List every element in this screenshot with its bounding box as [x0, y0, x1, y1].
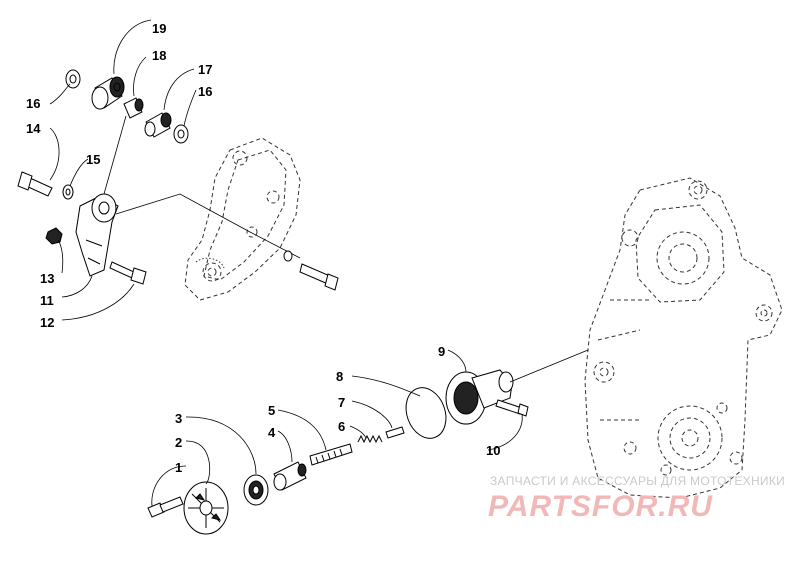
- callout-19: 17: [198, 62, 212, 77]
- shift-arm-parts: [17, 115, 339, 291]
- watermark-tagline: ЗАПЧАСТИ И АКСЕССУАРЫ ДЛЯ МОТОТЕХНИКИ: [490, 474, 785, 488]
- callout-18: 18: [152, 48, 166, 63]
- callout-16-right: 16: [198, 84, 212, 99]
- callout-8: 8: [336, 369, 343, 384]
- callout-leaders: [49, 19, 523, 507]
- pump-assembly-parts: [147, 349, 589, 535]
- callout-13: 13: [40, 271, 54, 286]
- callout-11: 11: [40, 293, 54, 308]
- callout-numbers: 19 18 17 16 16 14 15 13 11 12 8 9 7 6 5 …: [26, 21, 500, 475]
- callout-10: 10: [486, 443, 500, 458]
- callout-7: 7: [338, 395, 345, 410]
- callout-16-left: 16: [26, 96, 40, 111]
- callout-17: 19: [152, 21, 166, 36]
- right-gearcase-housing: [584, 177, 783, 499]
- callout-14: 14: [26, 121, 41, 136]
- watermark-brand: PARTSFOR.RU: [488, 490, 713, 523]
- callout-2: 2: [175, 435, 182, 450]
- callout-5: 5: [268, 403, 275, 418]
- watermark: ЗАПЧАСТИ И АКСЕССУАРЫ ДЛЯ МОТОТЕХНИКИ PA…: [488, 474, 785, 523]
- callout-4: 4: [268, 425, 276, 440]
- callout-12: 12: [40, 315, 54, 330]
- callout-1: 1: [175, 460, 182, 475]
- callout-3: 3: [175, 411, 182, 426]
- callout-15: 15: [86, 152, 100, 167]
- callout-6: 6: [338, 419, 345, 434]
- upper-bearing-parts: [65, 69, 189, 144]
- left-gearcase-housing: [184, 137, 301, 301]
- callout-9: 9: [438, 344, 445, 359]
